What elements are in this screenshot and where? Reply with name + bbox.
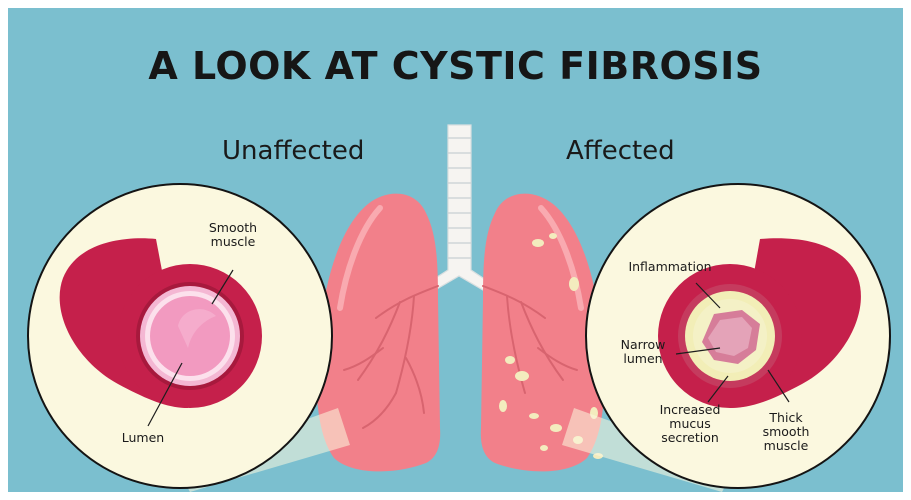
affected-airway-inset — [586, 184, 890, 488]
label-narrow-lumen: Narrow lumen — [610, 338, 676, 366]
label-lumen: Lumen — [108, 431, 178, 445]
label-increased-mucus-secretion: Increased mucus secretion — [650, 403, 730, 445]
heading-unaffected: Unaffected — [222, 136, 364, 166]
page-title: A LOOK AT CYSTIC FIBROSIS — [8, 44, 903, 88]
label-smooth-muscle: Smooth muscle — [198, 221, 268, 249]
label-thick-smooth-muscle: Thick smooth muscle — [754, 411, 818, 453]
unaffected-airway-inset — [28, 184, 332, 488]
label-inflammation: Inflammation — [620, 260, 720, 274]
heading-affected: Affected — [566, 136, 675, 166]
infographic-panel: A LOOK AT CYSTIC FIBROSIS Unaffected Aff… — [8, 8, 903, 492]
